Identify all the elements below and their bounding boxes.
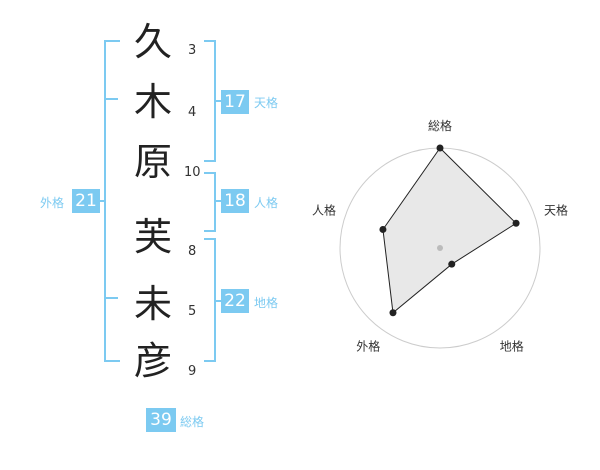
jinkaku-badge: 18 [221,189,249,213]
radar-point-2 [512,219,520,227]
name-char-4: 芙 [133,215,172,259]
radar-point-3 [448,260,456,268]
bracket-mid-tick-1 [104,98,118,100]
name-char-2: 木 [133,80,172,124]
stroke-count-4: 8 [188,244,197,259]
name-char-5: 未 [133,282,172,326]
radar-point-4 [389,309,397,317]
tenkaku-badge: 17 [221,90,249,114]
gaikaku-label: 外格 [40,196,65,210]
radar-axis-label-4: 外格 [356,339,380,354]
radar-axis-label-1: 総格 [428,118,452,133]
stroke-count-2: 4 [188,105,197,120]
radar-area [382,147,517,314]
stroke-count-6: 9 [188,364,197,379]
radar-point-5 [379,225,387,233]
bracket-mid-tick-2 [104,297,118,299]
radar-points [379,144,520,317]
radar-center-dot [437,245,443,251]
name-char-3: 原 [133,140,172,184]
stroke-count-3: 10 [184,165,201,180]
soukaku-label: 総格 [180,415,205,429]
tenkaku-tick [214,100,222,102]
radar-axis-label-3: 地格 [500,339,524,354]
gaikaku-badge: 21 [72,189,100,213]
jinkaku-tick [214,200,222,202]
chikaku-tick [214,300,222,302]
soukaku-badge: 39 [146,408,176,432]
stroke-count-1: 3 [188,43,197,58]
stroke-count-5: 5 [188,304,197,319]
gaikaku-bracket [104,40,120,362]
gaikaku-tick [96,200,105,202]
radar-axis-label-5: 人格 [312,202,336,217]
radar-axis-label-2: 天格 [544,202,568,217]
jinkaku-label: 人格 [254,196,279,210]
radar-point-1 [436,144,444,152]
name-char-6: 彦 [133,339,172,383]
jinkaku-bracket [204,172,216,232]
name-char-1: 久 [133,20,172,64]
tenkaku-label: 天格 [254,96,279,110]
chikaku-badge: 22 [221,289,249,313]
chikaku-label: 地格 [254,296,279,310]
